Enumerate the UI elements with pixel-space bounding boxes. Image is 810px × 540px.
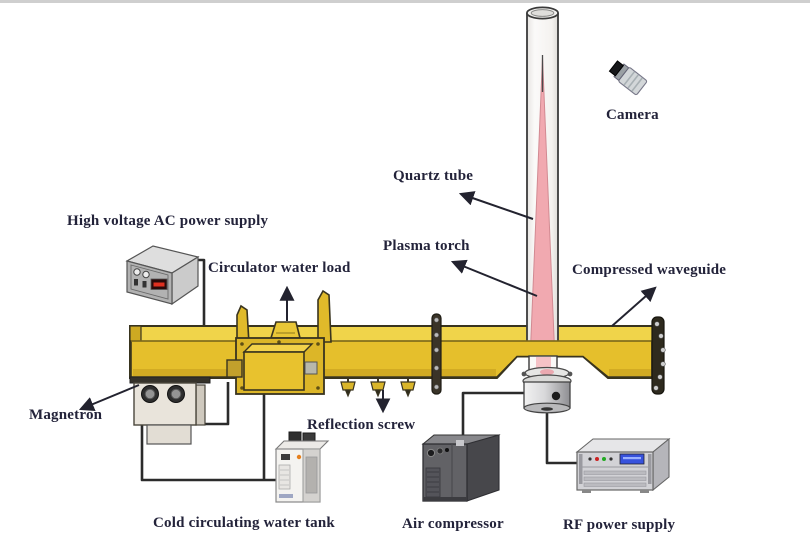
- water-tank-device: [274, 431, 330, 503]
- tank-side-vent: [305, 456, 318, 494]
- reflection-screws: [340, 377, 416, 398]
- waveguide-end-flange: [651, 316, 666, 395]
- arrow-quartz-tube: [458, 191, 534, 220]
- magnetron-lower-box: [146, 424, 192, 445]
- rf-led-red: [595, 457, 599, 461]
- rf-button: [609, 457, 613, 461]
- rf-vent: [583, 482, 647, 487]
- rf-led-green: [602, 457, 606, 461]
- label-hv-supply: High voltage AC power supply: [67, 213, 269, 229]
- tank-front-vent: [278, 464, 291, 490]
- hv-panel-border: [130, 264, 169, 300]
- circulator-box-top: [242, 343, 314, 353]
- magnetron-device: [129, 376, 211, 445]
- camera-stripe: [631, 77, 643, 92]
- top-border: [0, 0, 810, 3]
- label-magnetron: Magnetron: [29, 407, 103, 423]
- reflection-screw-1: [340, 377, 356, 398]
- label-plasma-torch: Plasma torch: [383, 238, 470, 254]
- compressor-gauge-1: [426, 448, 436, 458]
- flange-bolt: [521, 371, 527, 377]
- circulator-assembly: [226, 289, 332, 395]
- rf-handle-right: [648, 454, 652, 484]
- hv-display-digits: [153, 282, 165, 287]
- waveguide-mid-flange: [431, 313, 442, 395]
- circulator-port-left: [226, 359, 243, 378]
- hv-knob-2: [142, 270, 150, 279]
- quartz-tube: [526, 6, 560, 345]
- compressor-gauge-2: [436, 447, 444, 455]
- arrow-compressed-waveguide: [611, 286, 657, 327]
- tank-top-face: [274, 440, 330, 450]
- reflection-screw-3: [400, 377, 416, 398]
- torch-to-compressor-hose: [461, 391, 527, 438]
- waveguide-front: [130, 340, 653, 378]
- circulator-latch: [304, 361, 318, 375]
- bolt: [277, 340, 281, 344]
- tank-display: [281, 454, 290, 460]
- camera-stripe: [623, 71, 636, 86]
- flame-glow-lower: [536, 357, 551, 368]
- rf-vent: [583, 470, 647, 475]
- label-circulator: Circulator water load: [208, 260, 351, 276]
- rf-button: [588, 457, 592, 461]
- label-rf-power-supply: RF power supply: [563, 517, 676, 533]
- tank-logo-strip: [279, 494, 293, 498]
- label-quartz-tube: Quartz tube: [393, 168, 474, 184]
- label-camera: Camera: [606, 107, 659, 123]
- label-water-tank: Cold circulating water tank: [153, 515, 335, 531]
- torch-to-rf-cable: [545, 408, 579, 465]
- waveguide-top-face: [131, 327, 652, 341]
- label-air-compressor: Air compressor: [402, 516, 504, 532]
- waveguide-shadow-right: [609, 369, 651, 376]
- compressor-knob: [445, 448, 449, 452]
- label-reflection-screw: Reflection screw: [307, 417, 416, 433]
- label-compressed-waveguide: Compressed waveguide: [572, 262, 727, 278]
- hv-toggle-1: [134, 279, 138, 286]
- bolt: [316, 342, 320, 346]
- magnetron-side-cable: [198, 382, 230, 426]
- bolt: [240, 386, 244, 390]
- cables: [140, 258, 579, 482]
- compressor-sticker: [456, 440, 464, 446]
- arrow-plasma-torch: [450, 259, 538, 297]
- rf-vent: [583, 476, 647, 481]
- torch-outlet: [541, 407, 553, 411]
- rf-power-supply-device: [575, 437, 671, 493]
- plasma-torch-base: [521, 355, 573, 414]
- bolt: [316, 386, 320, 390]
- tank-warning-light: [296, 454, 302, 460]
- label-arrows: [78, 191, 657, 414]
- rf-handle-left: [579, 454, 583, 484]
- rf-display-line: [623, 457, 641, 460]
- hv-toggle-2: [142, 281, 147, 288]
- tube-top-opening: [530, 9, 555, 17]
- camera-stripe: [627, 74, 640, 89]
- connector-core: [144, 388, 156, 400]
- flange-bolt: [567, 371, 573, 377]
- magnetron-mount-plate: [129, 376, 211, 384]
- camera-icon: [608, 60, 648, 96]
- torch-gas-port: [551, 391, 561, 401]
- bolt: [240, 342, 244, 346]
- connector-core: [170, 388, 182, 400]
- rf-foot: [640, 490, 649, 493]
- hv-power-supply-device: [125, 245, 200, 306]
- compressor-side: [466, 434, 500, 502]
- air-compressor-device: [421, 434, 501, 502]
- torch-glow: [540, 369, 554, 375]
- magnetron-side: [195, 384, 206, 426]
- compressor-base: [423, 497, 467, 501]
- hv-knob-1: [133, 268, 141, 276]
- arrow-magnetron: [78, 384, 140, 412]
- camera-lens-tip: [608, 60, 625, 77]
- water-load-cap: [269, 321, 302, 339]
- circulator-plate-right: [317, 289, 332, 343]
- circulator-box-front: [243, 351, 305, 391]
- rf-foot: [582, 490, 591, 493]
